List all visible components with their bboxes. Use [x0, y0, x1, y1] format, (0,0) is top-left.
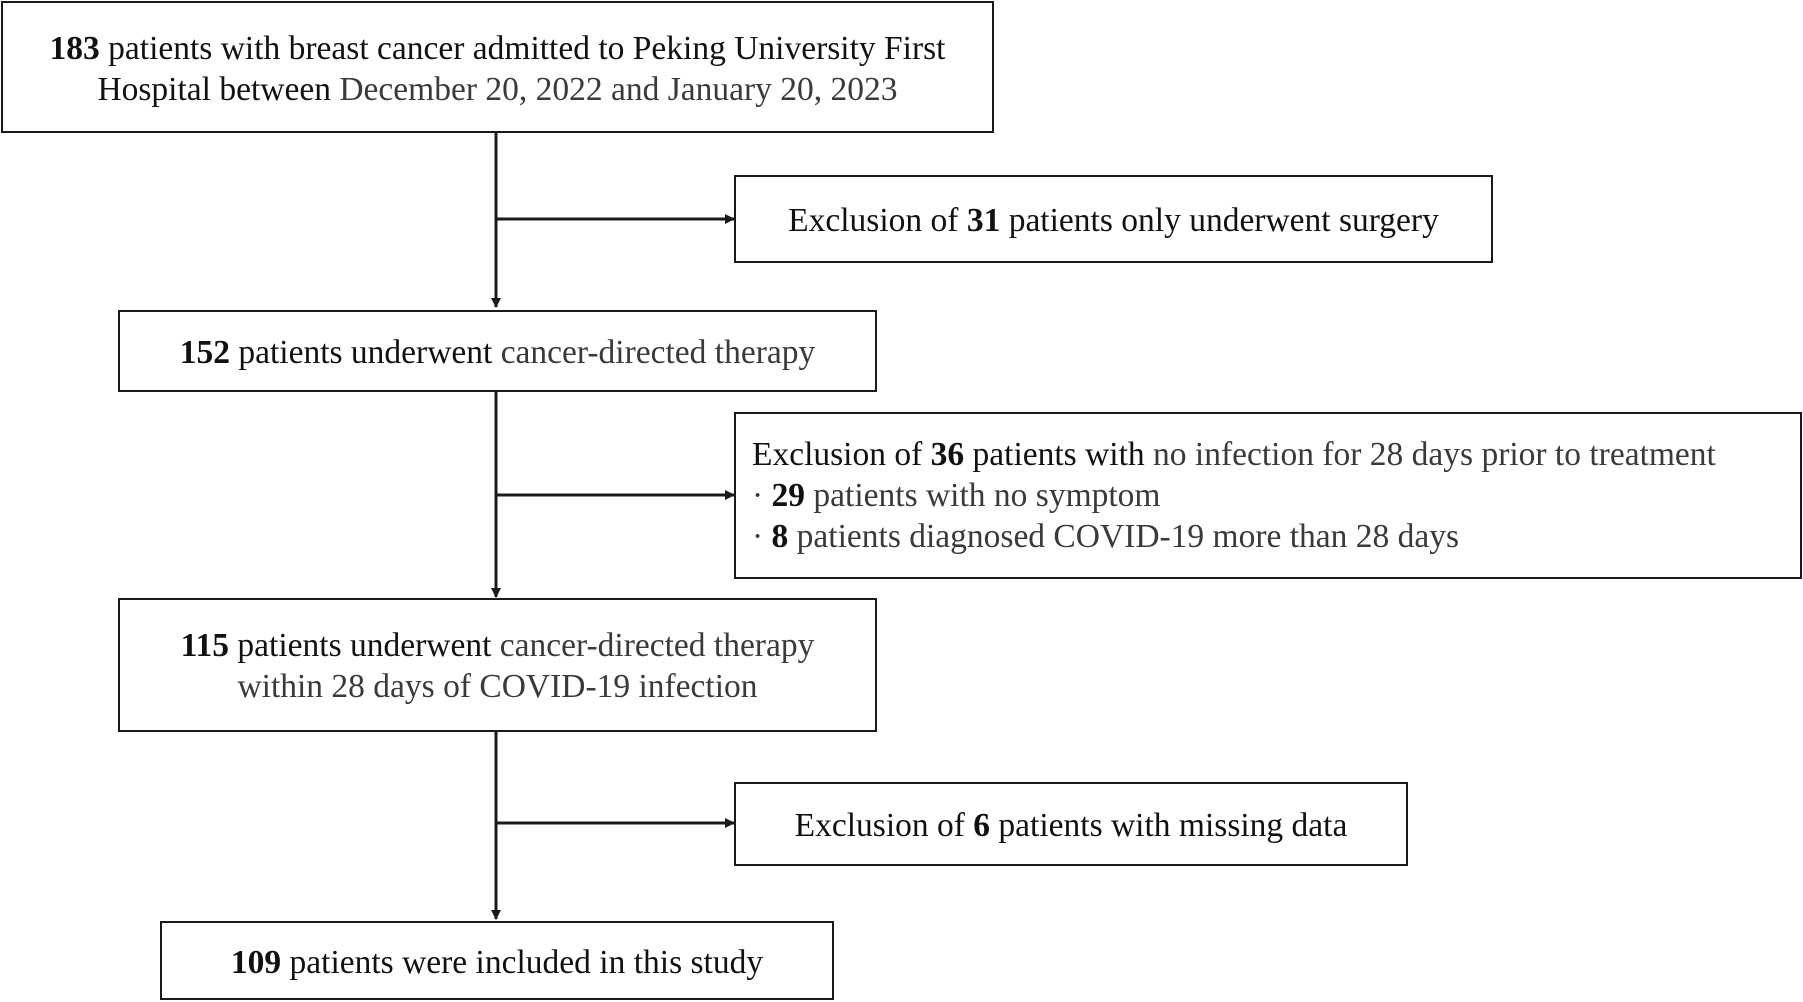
start-population-box: 183 patients with breast cancer admitted… [1, 1, 994, 133]
exclusion-surgery-text: Exclusion of 31 patients only underwent … [736, 200, 1491, 241]
exclusion-surgery-box: Exclusion of 31 patients only underwent … [734, 175, 1493, 263]
exclusion-no-infection-pre: Exclusion of [752, 436, 931, 473]
therapy-text-a: patients underwent [229, 334, 501, 371]
exclusion-missing-data-count: 6 [973, 807, 991, 844]
start-line-1-text: patients with breast cancer admitted to … [99, 30, 946, 67]
start-line-1: 183 patients with breast cancer admitted… [3, 28, 992, 69]
exclusion-surgery-count: 31 [966, 202, 1001, 239]
start-count: 183 [49, 30, 100, 67]
exclusion-late-diagnosis-item: · 8 patients diagnosed COVID-19 more tha… [752, 516, 1800, 557]
exclusion-no-symptom-item: · 29 patients with no symptom [752, 475, 1800, 516]
exclusion-no-infection-post: no infection for 28 days prior to treatm… [1153, 436, 1716, 473]
exclusion-no-infection-line-1: Exclusion of 36 patients with no infecti… [752, 434, 1800, 475]
exclusion-missing-data-text: Exclusion of 6 patients with missing dat… [736, 805, 1406, 846]
exclusion-late-diagnosis-text: patients diagnosed COVID-19 more than 28… [788, 518, 1460, 555]
therapy-within-line-2: within 28 days of COVID-19 infection [237, 668, 758, 705]
exclusion-missing-data-post: patients with missing data [990, 807, 1348, 844]
start-line-2-text-a: Hospital between [97, 71, 340, 108]
exclusion-no-symptom-count: 29 [771, 477, 806, 514]
final-included-post: patients were included in this study [281, 944, 764, 981]
exclusion-surgery-pre: Exclusion of [788, 202, 967, 239]
therapy-within-count: 115 [180, 627, 230, 664]
therapy-within-28-days-box: 115 patients underwent cancer-directed t… [118, 598, 877, 732]
final-included-box: 109 patients were included in this study [160, 921, 834, 1000]
therapy-count: 152 [179, 334, 230, 371]
exclusion-no-infection-mid: patients with [964, 436, 1154, 473]
exclusion-no-symptom-bullet: · [752, 477, 772, 514]
therapy-text-b: cancer-directed therapy [500, 334, 816, 371]
exclusion-no-infection-count: 36 [930, 436, 965, 473]
exclusion-late-diagnosis-count: 8 [771, 518, 789, 555]
exclusion-missing-data-box: Exclusion of 6 patients with missing dat… [734, 782, 1408, 866]
exclusion-surgery-post: patients only underwent surgery [1000, 202, 1439, 239]
start-date-range: December 20, 2022 and January 20, 2023 [339, 71, 898, 108]
final-included-count: 109 [230, 944, 282, 981]
exclusion-no-symptom-text: patients with no symptom [805, 477, 1161, 514]
exclusion-no-infection-box: Exclusion of 36 patients with no infecti… [734, 412, 1802, 579]
start-line-2: Hospital between December 20, 2022 and J… [3, 69, 992, 110]
exclusion-missing-data-pre: Exclusion of [794, 807, 974, 844]
therapy-within-text-a: patients underwent [229, 627, 500, 664]
therapy-text: 152 patients underwent cancer-directed t… [120, 332, 875, 373]
therapy-within-text-b: cancer-directed therapy [499, 627, 815, 664]
final-included-text: 109 patients were included in this study [162, 942, 832, 983]
exclusion-late-diagnosis-bullet: · [752, 518, 772, 555]
therapy-population-box: 152 patients underwent cancer-directed t… [118, 310, 877, 392]
therapy-within-line-1: 115 patients underwent cancer-directed t… [120, 625, 875, 666]
